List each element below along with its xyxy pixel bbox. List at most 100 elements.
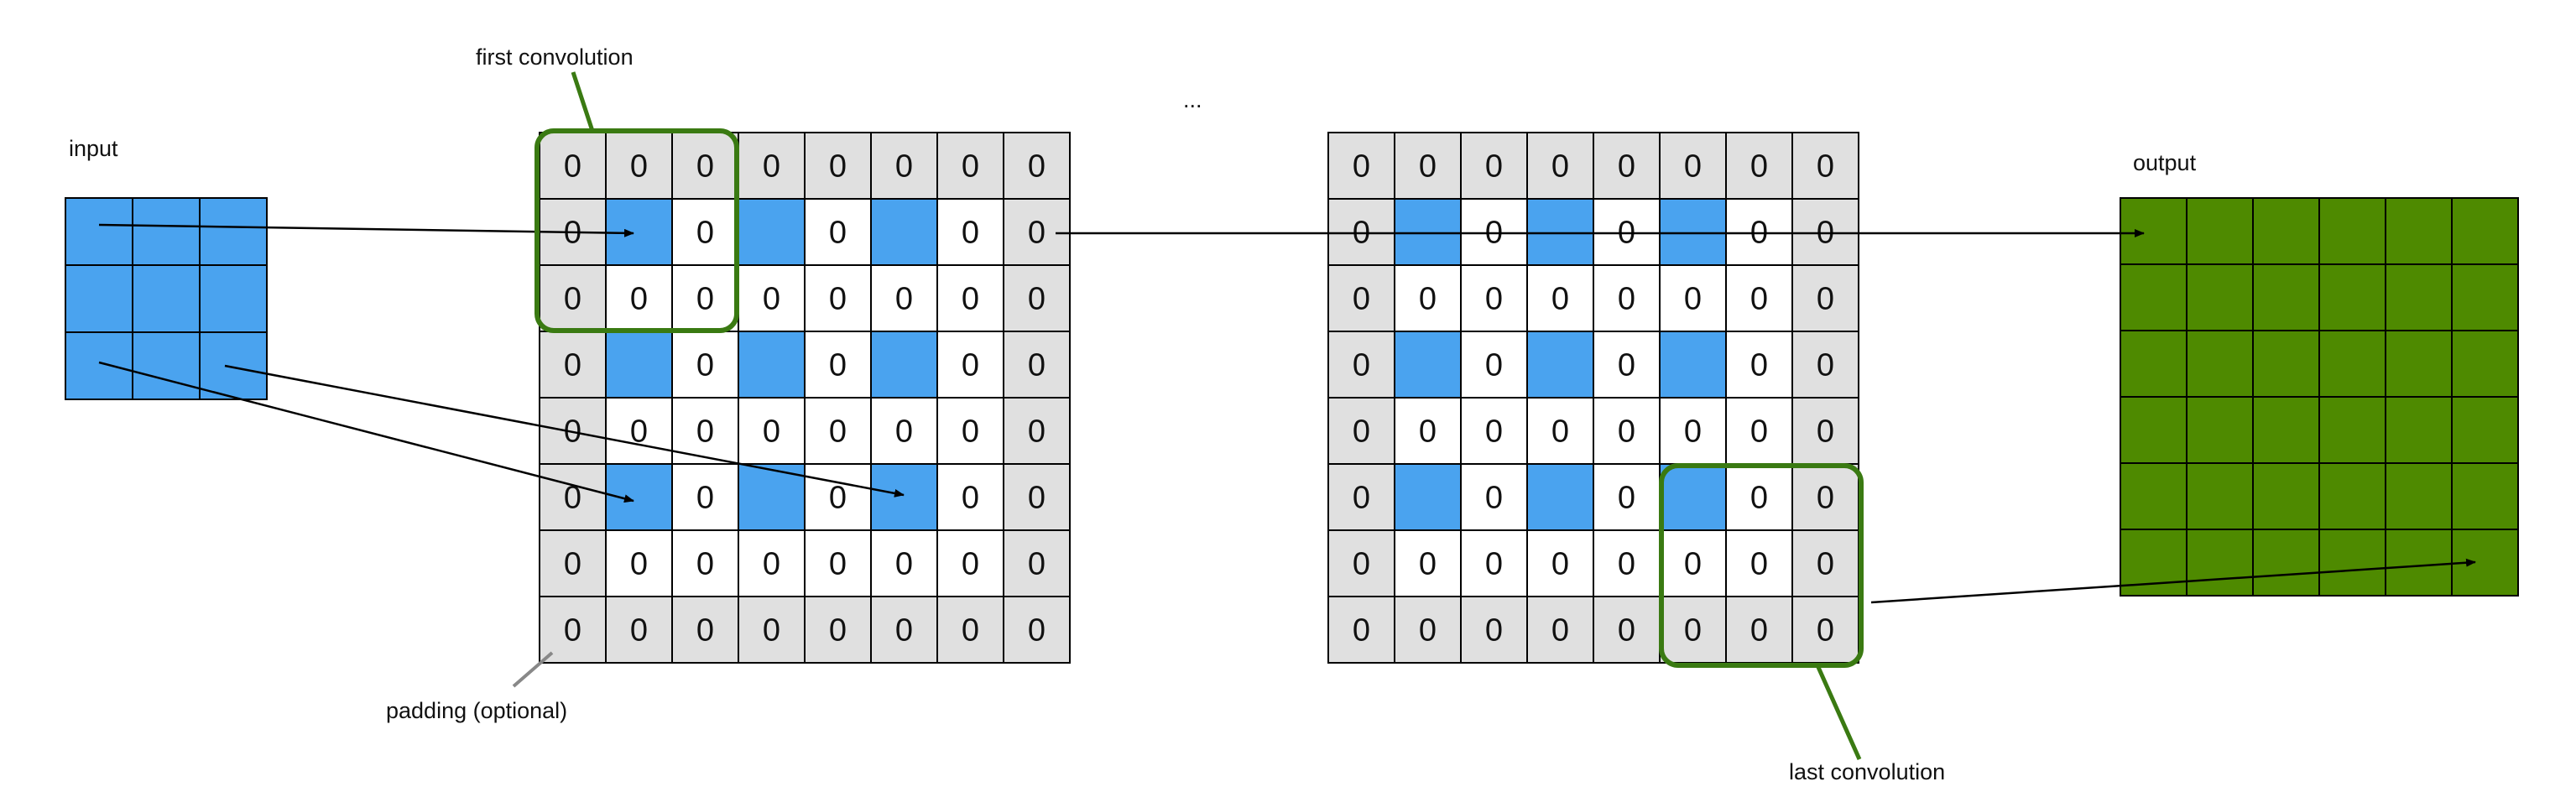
first-grid-zero-cell <box>804 463 872 531</box>
first-grid-input-value-cell <box>870 198 938 266</box>
last-grid-zero-value: 0 <box>1485 547 1503 582</box>
output-grid-cell <box>2318 330 2386 398</box>
last-grid-zero-value: 0 <box>1353 282 1370 317</box>
output-grid-cell <box>2385 197 2453 265</box>
first-grid-input-value-cell <box>738 331 806 399</box>
first-grid-zero-value: 0 <box>696 149 714 185</box>
last-grid-padding-cell <box>1593 596 1661 664</box>
first-grid-zero-value: 0 <box>696 348 714 383</box>
first-grid-padding-cell <box>605 132 673 200</box>
first-grid-input-value-cell <box>738 198 806 266</box>
output-grid-cell <box>2186 462 2254 530</box>
last-grid-zero-value: 0 <box>1817 149 1834 185</box>
last-grid-padding-cell <box>1526 596 1594 664</box>
first-grid-input-value-cell <box>870 331 938 399</box>
last-grid-zero-cell <box>1460 463 1528 531</box>
first-grid-zero-value: 0 <box>829 414 847 450</box>
first-grid-zero-cell <box>738 264 806 332</box>
last-grid-zero-value: 0 <box>1618 613 1635 649</box>
first-grid-zero-value: 0 <box>564 481 581 516</box>
last-grid-zero-value: 0 <box>1419 547 1437 582</box>
output-grid-cell <box>2186 396 2254 464</box>
last-grid-padding-cell <box>1327 132 1395 200</box>
first-grid-zero-value: 0 <box>895 282 913 317</box>
last-grid-padding-cell <box>1593 132 1661 200</box>
input-grid <box>65 197 268 400</box>
last-grid-zero-value: 0 <box>1353 547 1370 582</box>
first-grid-padding-cell <box>1003 596 1071 664</box>
first-grid-zero-value: 0 <box>962 149 979 185</box>
first-grid-padding-cell <box>870 132 938 200</box>
first-grid-zero-value: 0 <box>1028 282 1046 317</box>
last-grid-padding-cell <box>1460 596 1528 664</box>
input-grid-cell <box>132 197 201 266</box>
first-grid-padding-cell <box>1003 132 1071 200</box>
first-grid-zero-cell <box>671 463 739 531</box>
last-grid-zero-value: 0 <box>1750 414 1768 450</box>
first-grid-zero-value: 0 <box>763 149 780 185</box>
first-grid-zero-cell <box>605 397 673 465</box>
output-grid-cell <box>2318 263 2386 331</box>
padding-label: padding (optional) <box>386 698 567 723</box>
last-grid-zero-value: 0 <box>1817 282 1834 317</box>
output-grid-cell <box>2451 330 2519 398</box>
output-grid <box>2120 197 2519 597</box>
first-grid-padding-cell <box>671 596 739 664</box>
output-grid-cell <box>2385 529 2453 597</box>
first-grid-zero-value: 0 <box>630 149 648 185</box>
first-grid-zero-value: 0 <box>1028 348 1046 383</box>
first-grid-padding-cell <box>1003 198 1071 266</box>
first-grid-zero-value: 0 <box>895 414 913 450</box>
output-grid-cell <box>2318 396 2386 464</box>
padding-leader <box>512 651 554 688</box>
output-grid-cell <box>2318 529 2386 597</box>
last-grid-zero-value: 0 <box>1684 282 1702 317</box>
last-grid-input-value-cell <box>1526 198 1594 266</box>
output-grid-cell <box>2451 263 2519 331</box>
last-grid-zero-value: 0 <box>1551 414 1569 450</box>
output-grid-cell <box>2186 330 2254 398</box>
first-grid-padding-cell <box>936 596 1004 664</box>
first-convolution-label: first convolution <box>476 44 634 70</box>
last-grid-zero-value: 0 <box>1684 149 1702 185</box>
first-grid-zero-value: 0 <box>829 547 847 582</box>
last-grid-zero-cell <box>1460 198 1528 266</box>
output-grid-cell <box>2120 396 2188 464</box>
last-grid-zero-value: 0 <box>1684 414 1702 450</box>
output-grid-cell <box>2252 529 2320 597</box>
last-grid-zero-cell <box>1725 331 1793 399</box>
first-grid-zero-cell <box>671 198 739 266</box>
last-grid-zero-cell <box>1394 529 1462 597</box>
output-grid-cell <box>2120 263 2188 331</box>
first-convolution-leader <box>571 71 595 132</box>
first-grid-zero-value: 0 <box>763 414 780 450</box>
first-grid-zero-cell <box>804 331 872 399</box>
last-grid-input-value-cell <box>1526 463 1594 531</box>
arrow-last-conv-to-output <box>1870 558 2476 604</box>
last-grid-zero-value: 0 <box>1817 547 1834 582</box>
last-grid-padding-cell <box>1327 596 1395 664</box>
first-grid-zero-value: 0 <box>763 547 780 582</box>
input-grid-cell <box>199 197 268 266</box>
first-grid-zero-value: 0 <box>895 613 913 649</box>
labels: input first convolution ... output paddi… <box>69 44 2197 784</box>
first-grid-zero-value: 0 <box>829 149 847 185</box>
first-grid-zero-cell <box>936 397 1004 465</box>
last-grid-zero-value: 0 <box>1485 149 1503 185</box>
last-grid-zero-value: 0 <box>1353 613 1370 649</box>
first-grid-zero-value: 0 <box>696 282 714 317</box>
output-grid-cell <box>2385 462 2453 530</box>
last-grid-input-value-cell <box>1394 198 1462 266</box>
ellipsis-label: ... <box>1183 87 1202 112</box>
first-grid-zero-value: 0 <box>630 613 648 649</box>
last-grid-zero-value: 0 <box>1618 414 1635 450</box>
output-label: output <box>2133 150 2197 175</box>
first-grid-input-value-cell <box>870 463 938 531</box>
output-grid-cell <box>2451 462 2519 530</box>
first-grid-zero-value: 0 <box>962 613 979 649</box>
last-grid-zero-value: 0 <box>1618 481 1635 516</box>
last-grid-padding-cell <box>1327 397 1395 465</box>
first-grid-zero-value: 0 <box>763 613 780 649</box>
first-grid-input-value-cell <box>605 331 673 399</box>
last-grid-zero-cell <box>1526 397 1594 465</box>
